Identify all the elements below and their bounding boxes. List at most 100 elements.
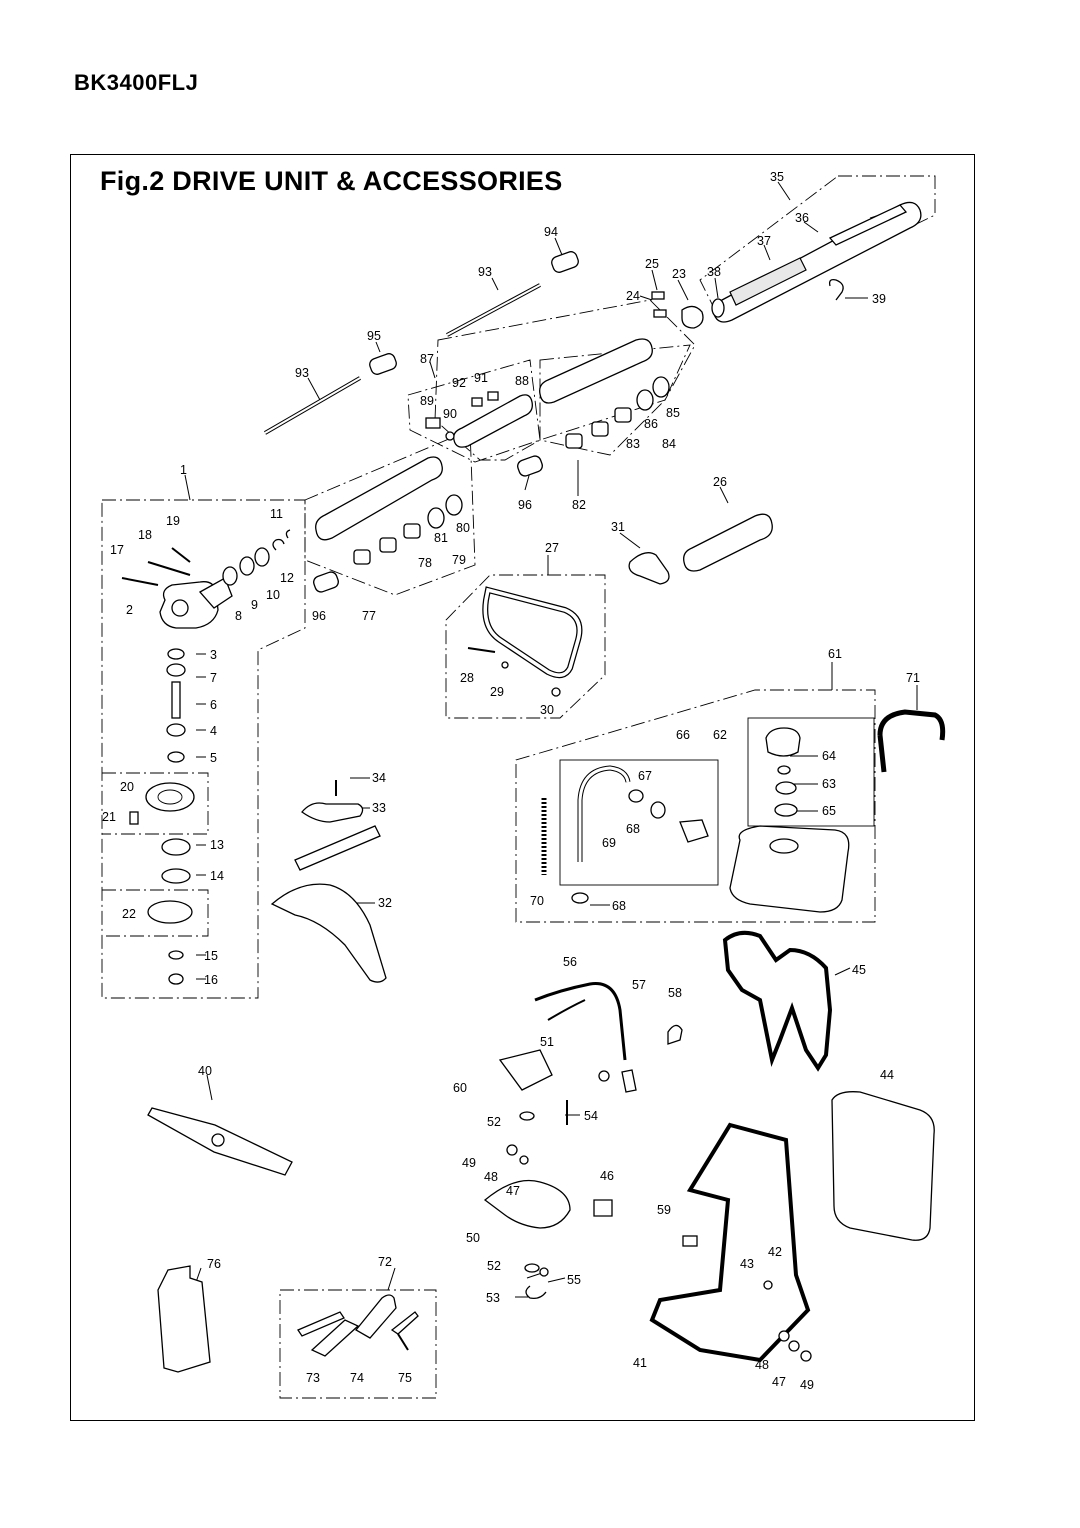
blade-holder-parts bbox=[129, 648, 195, 985]
harness-pad bbox=[722, 930, 935, 1241]
figure-frame bbox=[70, 154, 975, 1421]
label-part-51: 51 bbox=[540, 1035, 554, 1049]
clamp-assembly bbox=[425, 391, 533, 448]
label-part-65: 65 bbox=[822, 804, 836, 818]
label-part-62: 62 bbox=[713, 728, 727, 742]
label-part-87: 87 bbox=[420, 352, 434, 366]
tool-kit bbox=[297, 1294, 419, 1357]
label-part-7: 7 bbox=[210, 671, 217, 685]
label-part-40: 40 bbox=[198, 1064, 212, 1078]
label-part-25: 25 bbox=[645, 257, 659, 271]
label-part-70: 70 bbox=[530, 894, 544, 908]
label-part-78: 78 bbox=[418, 556, 432, 570]
model-number: BK3400FLJ bbox=[74, 70, 199, 95]
label-part-76: 76 bbox=[207, 1257, 221, 1271]
label-part-95: 95 bbox=[367, 329, 381, 343]
mount-bracket bbox=[483, 1100, 812, 1362]
label-part-5: 5 bbox=[210, 751, 217, 765]
label-part-48b: 48 bbox=[755, 1358, 769, 1372]
wiring-harness bbox=[498, 982, 683, 1093]
label-part-27: 27 bbox=[545, 541, 559, 555]
label-part-74: 74 bbox=[350, 1371, 364, 1385]
label-part-71: 71 bbox=[906, 671, 920, 685]
cutting-blade bbox=[147, 1107, 293, 1176]
label-part-44: 44 bbox=[880, 1068, 894, 1082]
label-part-54: 54 bbox=[584, 1109, 598, 1123]
label-part-35: 35 bbox=[770, 170, 784, 184]
label-part-58: 58 bbox=[668, 986, 682, 1000]
label-part-52b: 52 bbox=[487, 1259, 501, 1273]
label-part-57: 57 bbox=[632, 978, 646, 992]
label-part-2: 2 bbox=[126, 603, 133, 617]
label-part-86: 86 bbox=[644, 417, 658, 431]
gear-case-assembly bbox=[121, 529, 291, 629]
label-part-91: 91 bbox=[474, 371, 488, 385]
label-part-49: 49 bbox=[462, 1156, 476, 1170]
label-part-59: 59 bbox=[657, 1203, 671, 1217]
label-part-72: 72 bbox=[378, 1255, 392, 1269]
label-part-29: 29 bbox=[490, 685, 504, 699]
label-part-38: 38 bbox=[707, 265, 721, 279]
label-part-52: 52 bbox=[487, 1115, 501, 1129]
label-part-84: 84 bbox=[662, 437, 676, 451]
label-part-4: 4 bbox=[210, 724, 217, 738]
label-part-17: 17 bbox=[110, 543, 124, 557]
label-part-96a: 96 bbox=[518, 498, 532, 512]
label-part-18: 18 bbox=[138, 528, 152, 542]
label-part-63: 63 bbox=[822, 777, 836, 791]
label-part-6: 6 bbox=[210, 698, 217, 712]
figure-title: Fig.2 DRIVE UNIT & ACCESSORIES bbox=[100, 166, 563, 196]
label-part-9: 9 bbox=[251, 598, 258, 612]
label-part-48: 48 bbox=[484, 1170, 498, 1184]
label-part-19: 19 bbox=[166, 514, 180, 528]
label-part-28: 28 bbox=[460, 671, 474, 685]
group-outlines bbox=[101, 175, 936, 1399]
label-part-37: 37 bbox=[757, 234, 771, 248]
label-part-45: 45 bbox=[852, 963, 866, 977]
label-part-85: 85 bbox=[666, 406, 680, 420]
label-part-39: 39 bbox=[872, 292, 886, 306]
label-part-23: 23 bbox=[672, 267, 686, 281]
label-part-93a: 93 bbox=[478, 265, 492, 279]
label-part-14: 14 bbox=[210, 869, 224, 883]
label-part-20: 20 bbox=[120, 780, 134, 794]
label-part-92: 92 bbox=[452, 376, 466, 390]
label-part-47: 47 bbox=[506, 1184, 520, 1198]
label-part-53: 53 bbox=[486, 1291, 500, 1305]
label-part-22: 22 bbox=[122, 907, 136, 921]
label-part-81: 81 bbox=[434, 531, 448, 545]
label-part-24: 24 bbox=[626, 289, 640, 303]
label-part-82: 82 bbox=[572, 498, 586, 512]
label-part-50: 50 bbox=[466, 1231, 480, 1245]
label-part-10: 10 bbox=[266, 588, 280, 602]
label-part-94: 94 bbox=[544, 225, 558, 239]
label-part-60: 60 bbox=[453, 1081, 467, 1095]
label-part-49b: 49 bbox=[800, 1378, 814, 1392]
label-part-90: 90 bbox=[443, 407, 457, 421]
grip-throttle bbox=[628, 513, 773, 585]
drive-pipe-assembly bbox=[651, 201, 922, 329]
label-part-12: 12 bbox=[280, 571, 294, 585]
label-part-80: 80 bbox=[456, 521, 470, 535]
label-part-96b: 96 bbox=[312, 609, 326, 623]
label-part-68b: 68 bbox=[612, 899, 626, 913]
label-part-68a: 68 bbox=[626, 822, 640, 836]
label-part-15: 15 bbox=[204, 949, 218, 963]
drive-shafts bbox=[263, 251, 579, 593]
handle-loop bbox=[467, 586, 583, 697]
label-part-13: 13 bbox=[210, 838, 224, 852]
label-part-41: 41 bbox=[633, 1356, 647, 1370]
label-part-26: 26 bbox=[713, 475, 727, 489]
label-part-61: 61 bbox=[828, 647, 842, 661]
label-part-8: 8 bbox=[235, 609, 242, 623]
label-part-34: 34 bbox=[372, 771, 386, 785]
label-part-43: 43 bbox=[740, 1257, 754, 1271]
label-part-75: 75 bbox=[398, 1371, 412, 1385]
label-part-3: 3 bbox=[210, 648, 217, 662]
label-part-33: 33 bbox=[372, 801, 386, 815]
strap-band bbox=[877, 709, 946, 773]
label-part-56: 56 bbox=[563, 955, 577, 969]
label-part-32: 32 bbox=[378, 896, 392, 910]
oil-bottle bbox=[157, 1265, 211, 1373]
